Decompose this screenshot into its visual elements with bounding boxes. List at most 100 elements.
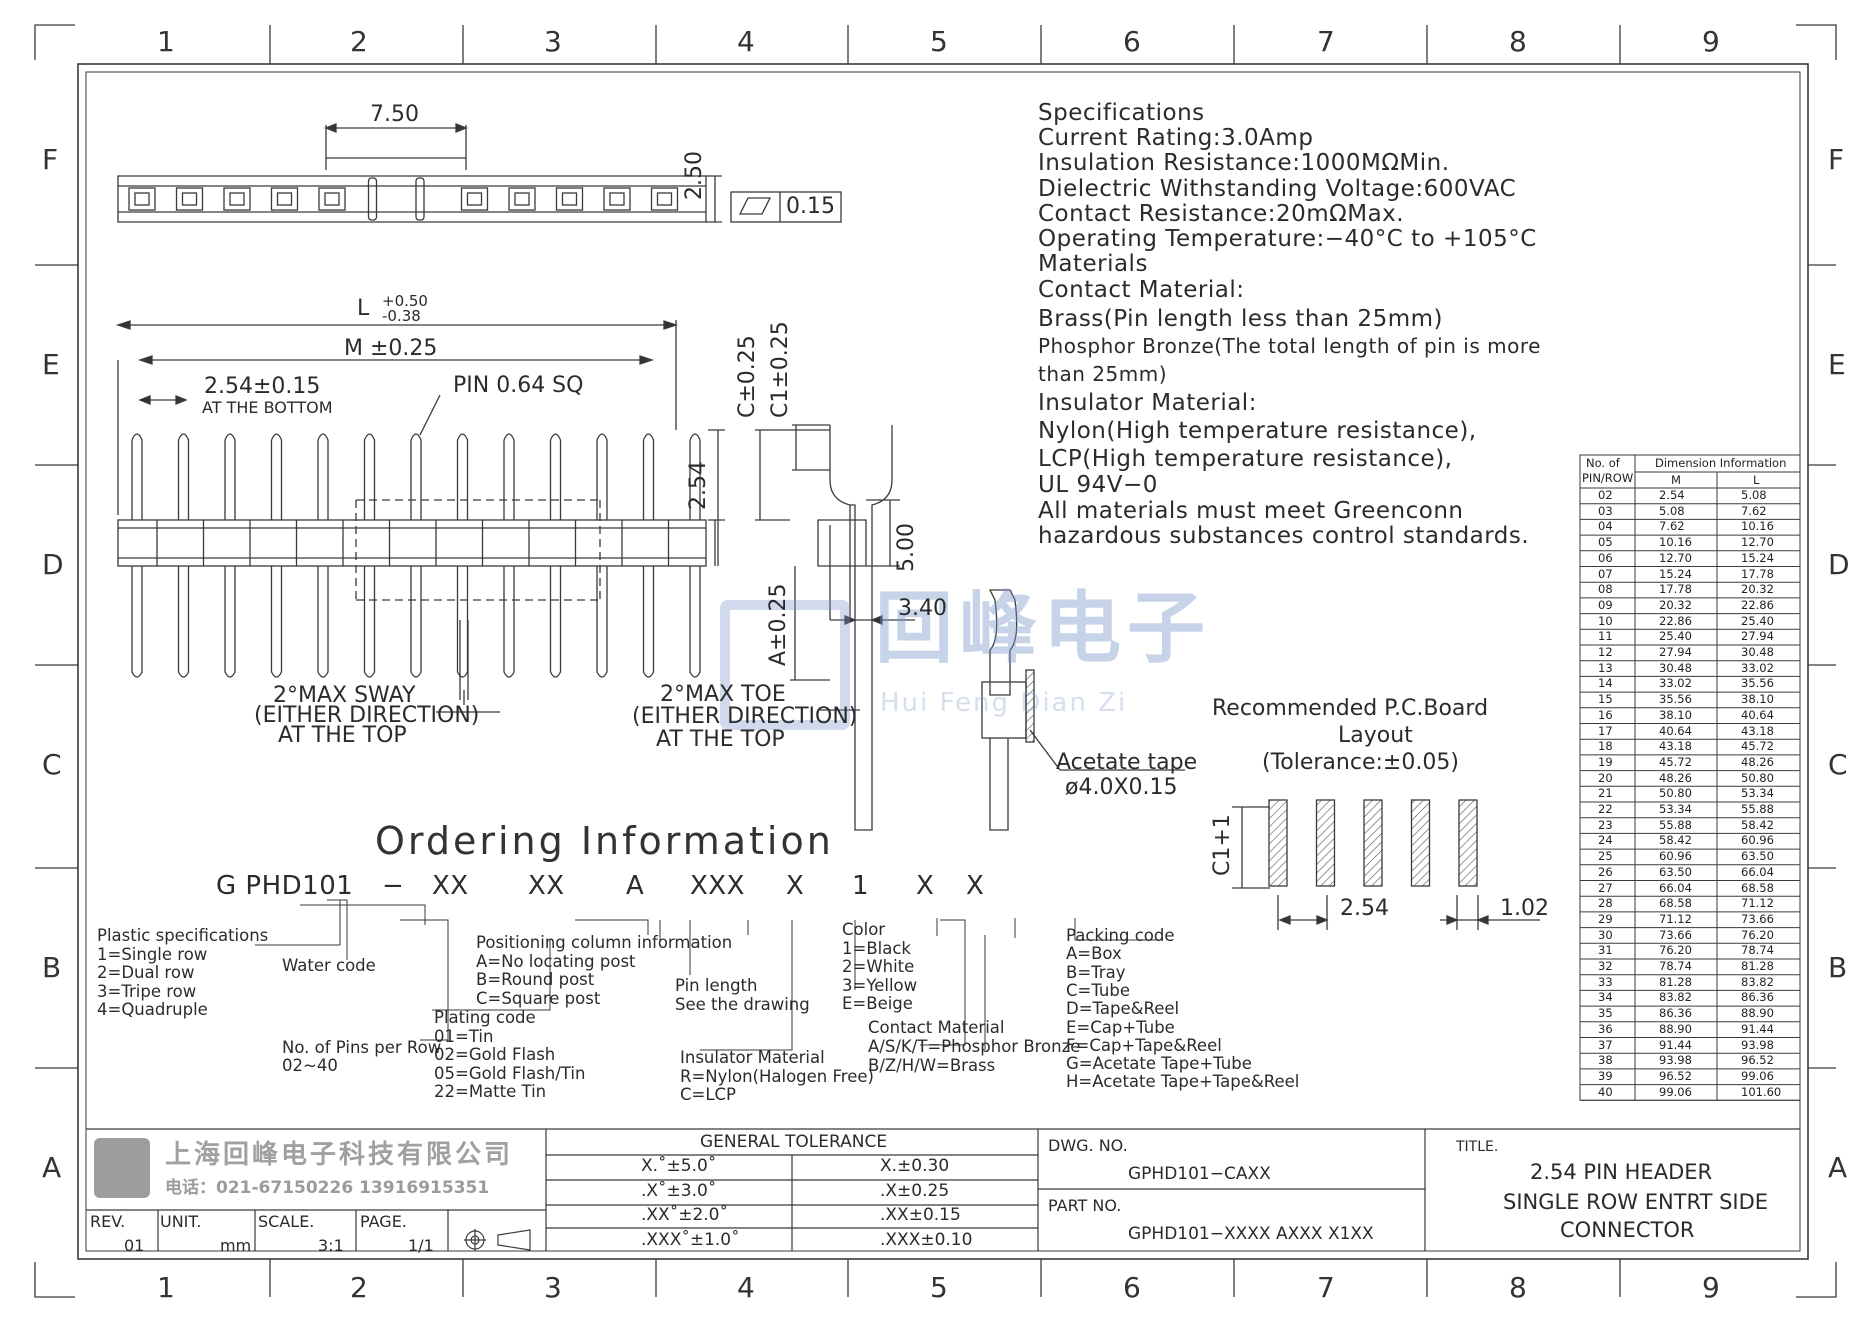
- table-cell-M: 78.74: [1659, 959, 1692, 973]
- top-pin-square: [609, 192, 625, 206]
- dimension-table: [1579, 454, 1801, 1101]
- table-cell-L: 81.28: [1741, 959, 1774, 973]
- table-cell-pins: 03: [1598, 503, 1613, 518]
- spec-line: Contact Material:: [1038, 277, 1245, 303]
- table-cell-L: 99.06: [1741, 1068, 1774, 1083]
- company-phone: 电话：021-67150226 13916915351: [165, 1178, 490, 1198]
- zone-col-bottom: 6: [1123, 1271, 1141, 1304]
- scale-label: SCALE.: [258, 1212, 315, 1231]
- table-cell-pins: 08: [1598, 582, 1613, 597]
- spec-line: Brass(Pin length less than 25mm): [1038, 306, 1443, 332]
- table-cell-pins: 30: [1598, 927, 1613, 942]
- dwg-label: DWG. NO.: [1048, 1136, 1128, 1155]
- positioning-line: Positioning column information: [476, 933, 733, 952]
- plastic-spec-line: 2=Dual row: [97, 963, 195, 982]
- watermark-logo: [720, 600, 850, 730]
- front-pin: [456, 433, 469, 678]
- unit-value: mm: [220, 1236, 252, 1255]
- table-cell-pins: 39: [1598, 1068, 1613, 1083]
- top-pin: [367, 177, 378, 221]
- top-pin-cell: [508, 187, 536, 211]
- table-cell-L: 15.24: [1741, 550, 1774, 565]
- table-cell-L: 86.36: [1741, 990, 1774, 1005]
- zone-col-bottom: 2: [350, 1271, 368, 1304]
- contact-material-line: B/Z/H/W=Brass: [868, 1056, 996, 1075]
- spec-line: Insulation Resistance:1000MΩMin.: [1038, 150, 1450, 176]
- pins-per-row-line: No. of Pins per Row: [282, 1038, 442, 1057]
- table-cell-L: 60.96: [1741, 833, 1774, 848]
- spec-line: Operating Temperature:−40°C to +105°C: [1038, 226, 1537, 252]
- zone-col-bottom: 5: [930, 1271, 948, 1304]
- pins-per-row-line: 02~40: [282, 1056, 338, 1075]
- table-cell-M: 2.54: [1659, 488, 1685, 502]
- table-cell-L: 17.78: [1741, 566, 1774, 581]
- tolerance-linear: .XX±0.15: [880, 1205, 961, 1225]
- pcb-pad: [1315, 799, 1336, 887]
- front-pin: [363, 433, 376, 678]
- zone-row-left: A: [42, 1151, 62, 1184]
- table-cell-M: 40.64: [1659, 723, 1692, 738]
- spec-line: Dielectric Withstanding Voltage:600VAC: [1038, 176, 1517, 202]
- table-cell-L: 68.58: [1741, 880, 1774, 895]
- table-cell-M: 68.58: [1659, 896, 1692, 911]
- watermark-cn: 回峰电子: [875, 584, 1212, 674]
- table-header-M: M: [1671, 473, 1681, 487]
- table-cell-M: 58.42: [1659, 833, 1692, 848]
- pitch-note: AT THE BOTTOM: [202, 398, 333, 417]
- ordering-code-part: XX: [432, 871, 469, 901]
- table-cell-L: 40.64: [1741, 707, 1774, 722]
- spec-line: Nylon(High temperature resistance),: [1038, 418, 1477, 444]
- table-cell-pins: 10: [1598, 613, 1613, 628]
- table-cell-M: 22.86: [1659, 613, 1692, 628]
- table-cell-L: 71.12: [1741, 896, 1774, 911]
- ordering-title: Ordering Information: [375, 819, 834, 863]
- table-cell-pins: 32: [1598, 959, 1613, 973]
- table-cell-M: 55.88: [1659, 817, 1692, 832]
- flatness-value: 0.15: [786, 194, 835, 219]
- table-cell-pins: 25: [1598, 849, 1613, 864]
- table-cell-pins: 40: [1598, 1084, 1613, 1099]
- unit-label: UNIT.: [160, 1212, 202, 1231]
- tolerance-linear: .X±0.25: [880, 1180, 950, 1201]
- color-line: 2=White: [842, 957, 915, 976]
- plastic-spec-line: 3=Tripe row: [97, 981, 197, 1001]
- packing-code-line: G=Acetate Tape+Tube: [1066, 1054, 1252, 1074]
- tape-line-1: Acetate tape: [1056, 750, 1198, 775]
- table-cell-pins: 23: [1598, 817, 1613, 832]
- company-name: 上海回峰电子科技有限公司: [165, 1140, 514, 1170]
- color-line: 1=Black: [842, 938, 911, 958]
- table-cell-pins: 12: [1598, 645, 1613, 659]
- plastic-spec-line: 1=Single row: [97, 944, 208, 964]
- front-pin: [689, 433, 701, 678]
- ordering-code-part: −: [382, 871, 405, 901]
- zone-col-bottom: 8: [1509, 1271, 1527, 1304]
- spec-line: Specifications: [1038, 100, 1205, 126]
- part-label: PART NO.: [1048, 1196, 1122, 1215]
- outer-border: [77, 63, 1809, 1260]
- plating-code-line: 01=Tin: [434, 1026, 494, 1046]
- table-cell-L: 45.72: [1741, 739, 1774, 754]
- insulator-line: C=LCP: [680, 1085, 737, 1104]
- ordering-code-part: X: [966, 871, 985, 901]
- pin-length-line: Pin length: [675, 976, 758, 995]
- pcb-pad: [1458, 799, 1478, 887]
- zone-col-top: 1: [157, 25, 175, 58]
- dim-5-00: 5.00: [894, 523, 919, 572]
- table-cell-L: 27.94: [1741, 629, 1774, 644]
- table-cell-M: 86.36: [1659, 1006, 1692, 1021]
- table-cell-pins: 22: [1598, 802, 1613, 816]
- table-cell-L: 91.44: [1741, 1021, 1774, 1036]
- table-cell-pins: 16: [1598, 707, 1613, 722]
- plating-code-line: 02=Gold Flash: [434, 1045, 556, 1064]
- table-cell-L: 12.70: [1741, 535, 1774, 550]
- part-number: GPHD101−XXXX AXXX X1XX: [1128, 1224, 1374, 1244]
- table-cell-pins: 19: [1598, 754, 1613, 769]
- spec-line: hazardous substances control standards.: [1038, 523, 1530, 549]
- table-cell-M: 96.52: [1659, 1068, 1692, 1083]
- table-cell-pins: 15: [1598, 692, 1613, 707]
- ordering-leaders: [255, 899, 1160, 1051]
- spec-line: Insulator Material:: [1038, 390, 1257, 416]
- packing-code-line: Packing code: [1066, 926, 1175, 945]
- table-cell-M: 60.96: [1659, 849, 1692, 864]
